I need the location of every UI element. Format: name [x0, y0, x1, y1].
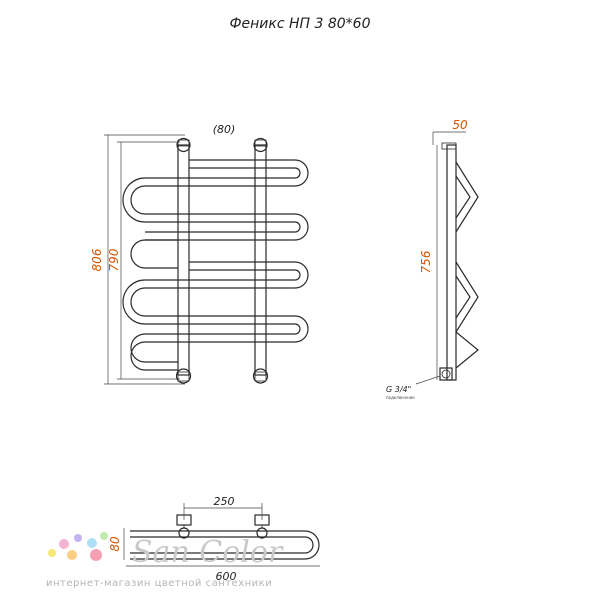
right-top-clip — [254, 139, 267, 147]
upper-snake-tube-inner — [122, 167, 301, 233]
right-collector — [254, 144, 267, 376]
watermark-tagline: интернет-магазин цветной сантехники — [46, 578, 272, 589]
top-view: 250 80 600 — [108, 495, 320, 583]
dim-label-600: 600 — [216, 570, 237, 583]
right-bottom-mount — [252, 368, 269, 384]
dim-label-790: 790 — [107, 248, 121, 271]
left-top-mount — [176, 137, 191, 153]
watermark-dot — [59, 539, 69, 549]
top-rail-inner — [130, 536, 314, 554]
left-top-clip — [177, 139, 190, 147]
dim-label-50: 50 — [452, 118, 468, 132]
watermark-brand: San Color — [132, 535, 284, 570]
side-collector — [446, 144, 457, 381]
dim-label-250: 250 — [214, 495, 235, 508]
connection-label: G 3/4" — [386, 385, 411, 394]
connection-sub: подключение — [386, 395, 415, 400]
side-zigzag-upper — [455, 161, 479, 233]
dim-label-top: (80) — [213, 123, 236, 136]
left-bottom-mount — [175, 368, 192, 384]
side-view: 50 756 G 3/4" подключение — [386, 118, 479, 400]
watermark: San Color интернет-магазин цветной санте… — [46, 532, 284, 589]
drawing-title: Феникс НП 3 80*60 — [229, 16, 371, 32]
front-view: 806 790 (80) — [90, 123, 309, 385]
side-zigzag-lower — [455, 261, 479, 369]
dim-label-80: 80 — [108, 536, 122, 552]
lower-snake-tube-outer — [130, 261, 309, 371]
watermark-dot — [90, 549, 102, 561]
lower-snake-tube-inner — [122, 269, 301, 363]
upper-snake-tube-outer — [130, 159, 309, 269]
leader-g34 — [415, 375, 441, 385]
watermark-dot — [48, 549, 56, 557]
watermark-dot — [87, 538, 97, 548]
watermark-dot — [67, 550, 77, 560]
watermark-dot — [100, 532, 108, 540]
side-connection-fitting — [439, 367, 453, 381]
side-connection-nut — [441, 369, 451, 379]
dim-label-756: 756 — [419, 250, 433, 273]
side-top-bracket — [441, 142, 457, 150]
top-rail-outer — [130, 530, 320, 560]
right-top-mount — [253, 137, 268, 153]
snake-connectors — [145, 239, 178, 269]
right-bottom-clip — [254, 371, 267, 382]
watermark-dot — [74, 534, 82, 542]
left-collector — [177, 144, 190, 376]
left-bottom-clip — [177, 371, 190, 382]
dim-label-806: 806 — [90, 248, 104, 271]
